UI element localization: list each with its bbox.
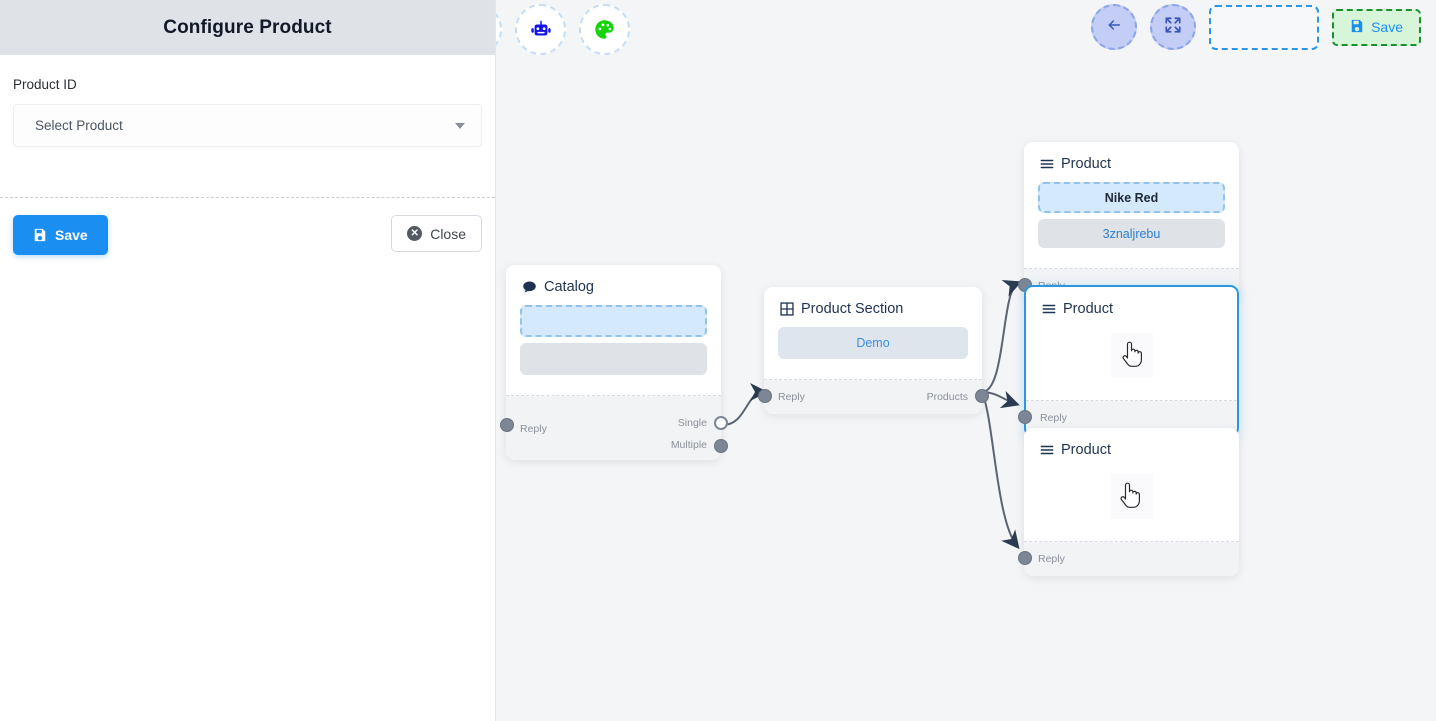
- node-product-section-body: Demo: [764, 325, 982, 379]
- node-product-3-body: [1024, 466, 1239, 541]
- close-button[interactable]: ✕ Close: [391, 215, 482, 252]
- product-3-empty-slot[interactable]: [1110, 474, 1153, 519]
- port-label-catalog-single: Single: [677, 417, 707, 429]
- node-catalog[interactable]: Catalog Reply Single Multiple: [500, 265, 728, 460]
- fit-view-button[interactable]: [1150, 4, 1197, 50]
- node-product-section-title: Product Section: [801, 301, 904, 317]
- node-catalog-body: [506, 303, 721, 395]
- node-product-3-separator: [1024, 541, 1239, 542]
- port-label-catalog-reply: Reply: [520, 423, 547, 435]
- edge-section-to-product-3: [981, 391, 1020, 550]
- canvas-toolbar-right: Save: [1091, 4, 1421, 50]
- product-1-chip-name[interactable]: Nike Red: [1038, 182, 1225, 213]
- page-title: Configure Product: [163, 16, 332, 38]
- save-button[interactable]: Save: [13, 215, 108, 255]
- canvas-save-label: Save: [1371, 19, 1403, 35]
- node-product-3[interactable]: Product Reply: [1018, 428, 1239, 576]
- flow-canvas[interactable]: Save Catalog Reply Single: [496, 0, 1436, 721]
- product-select-value: Select Product: [35, 118, 123, 133]
- node-catalog-ports: Reply Single Multiple: [500, 396, 728, 460]
- port-dot-product-3-reply[interactable]: [1018, 551, 1032, 565]
- node-catalog-header: Catalog: [506, 265, 721, 303]
- node-product-2-separator: [1026, 400, 1237, 401]
- toolbar-empty-slot[interactable]: [1209, 4, 1320, 50]
- bot-button[interactable]: [515, 4, 566, 55]
- node-product-1-title: Product: [1061, 156, 1111, 172]
- chevron-down-icon: [455, 122, 465, 129]
- node-product-3-title: Product: [1061, 442, 1111, 458]
- node-product-2-body: [1026, 325, 1237, 400]
- port-dot-catalog-multiple[interactable]: [714, 439, 728, 453]
- product-section-chip-demo[interactable]: Demo: [778, 327, 968, 359]
- list-icon: [1040, 157, 1054, 171]
- compress-icon: [1164, 16, 1182, 39]
- port-label-section-reply: Reply: [778, 391, 805, 403]
- port-label-product-3-reply: Reply: [1038, 553, 1065, 565]
- catalog-chip-1[interactable]: [520, 305, 707, 337]
- list-icon: [1040, 443, 1054, 457]
- port-dot-section-reply[interactable]: [758, 389, 772, 403]
- node-catalog-separator: [506, 395, 721, 396]
- node-product-1-body: Nike Red 3znaljrebu: [1024, 180, 1239, 268]
- catalog-output-ports: Single Multiple: [670, 416, 728, 453]
- node-product-section-header: Product Section: [764, 287, 982, 325]
- panel-divider: [0, 197, 495, 198]
- port-dot-catalog-reply[interactable]: [500, 418, 514, 432]
- node-product-section[interactable]: Product Section Demo Reply Products: [758, 287, 989, 414]
- panel-footer: Save ✕ Close: [0, 198, 495, 278]
- port-catalog-multiple[interactable]: Multiple: [670, 439, 728, 453]
- port-label-catalog-multiple: Multiple: [670, 439, 707, 451]
- theme-button[interactable]: [579, 4, 630, 55]
- port-dot-section-products[interactable]: [975, 389, 989, 403]
- back-button[interactable]: [1091, 4, 1138, 50]
- floppy-disk-icon: [33, 228, 47, 242]
- stackoverflow-button[interactable]: [496, 4, 502, 55]
- x-circle-icon: ✕: [407, 226, 423, 241]
- arrow-left-icon: [1105, 17, 1123, 38]
- node-product-1-header: Product: [1024, 142, 1239, 180]
- configure-product-panel: Configure Product Product ID Select Prod…: [0, 0, 496, 721]
- node-product-1[interactable]: Product Nike Red 3znaljrebu Reply: [1018, 142, 1239, 303]
- port-label-product-2-reply: Reply: [1040, 412, 1067, 424]
- node-product-section-separator: [764, 379, 982, 380]
- panel-body: Product ID Select Product: [0, 55, 495, 185]
- canvas-save-button[interactable]: Save: [1332, 8, 1421, 46]
- port-dot-product-2-reply[interactable]: [1018, 410, 1032, 424]
- node-product-1-separator: [1024, 268, 1239, 269]
- panel-header: Configure Product: [0, 0, 495, 55]
- product-select[interactable]: Select Product: [13, 104, 482, 147]
- grid-icon: [780, 302, 794, 316]
- node-product-3-header: Product: [1024, 428, 1239, 466]
- chat-bubble-icon: [522, 280, 537, 295]
- product-1-chip-code[interactable]: 3znaljrebu: [1038, 219, 1225, 248]
- node-product-section-ports: Reply Products: [758, 380, 989, 414]
- node-catalog-title: Catalog: [544, 279, 594, 295]
- node-product-2[interactable]: Product Reply: [1018, 285, 1239, 437]
- close-button-label: Close: [430, 225, 466, 242]
- port-label-section-products: Products: [926, 391, 968, 403]
- edge-section-to-product-1: [981, 280, 1022, 393]
- node-product-3-ports: Reply: [1018, 542, 1239, 576]
- list-icon: [1042, 302, 1056, 316]
- catalog-chip-2[interactable]: [520, 343, 707, 375]
- floppy-disk-icon: [1350, 19, 1364, 36]
- save-button-label: Save: [55, 227, 88, 243]
- product-id-label: Product ID: [13, 77, 77, 92]
- node-product-2-header: Product: [1026, 287, 1237, 325]
- port-dot-catalog-single[interactable]: [714, 416, 728, 430]
- canvas-toolbar-left: [496, 4, 630, 55]
- node-product-2-title: Product: [1063, 301, 1113, 317]
- product-2-empty-slot[interactable]: [1110, 333, 1153, 378]
- port-catalog-single[interactable]: Single: [677, 416, 728, 430]
